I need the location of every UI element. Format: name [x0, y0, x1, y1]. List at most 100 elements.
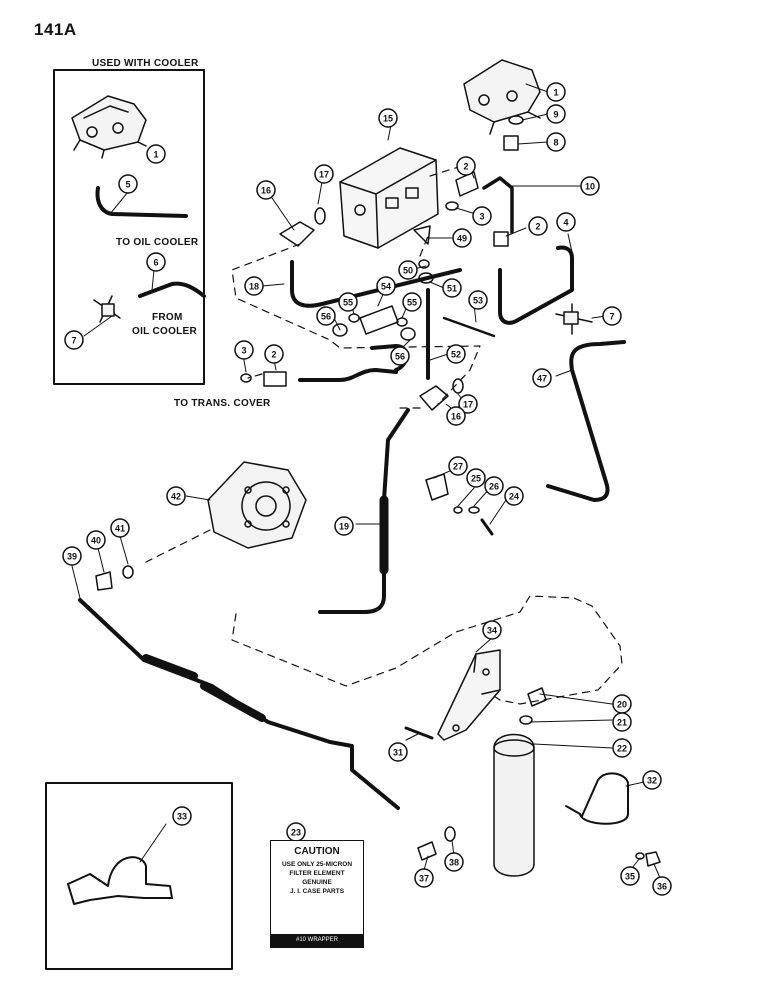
callout-15: 15: [378, 108, 398, 128]
callout-7: 7: [64, 330, 84, 350]
callout-circle: [620, 866, 640, 886]
callout-number: 5: [125, 180, 130, 190]
callout-39: 39: [62, 546, 82, 566]
caution-footer: #10 WRAPPER: [271, 934, 363, 947]
tube-part-4: [498, 245, 574, 325]
callout-49: 49: [452, 228, 472, 248]
callout-number: 24: [509, 492, 519, 502]
callout-circle: [468, 290, 488, 310]
tube-part-6: [138, 281, 206, 298]
callout-2: 2: [264, 344, 284, 364]
callout-31: 31: [388, 742, 408, 762]
fitting-part-49: [413, 225, 431, 245]
callout-circle: [456, 156, 476, 176]
elbow-part-10: [482, 176, 514, 234]
callout-54: 54: [376, 276, 396, 296]
caution-decal: CAUTION USE ONLY 25-MICRON FILTER ELEMEN…: [270, 840, 364, 948]
callout-number: 1: [153, 150, 158, 160]
callout-number: 35: [625, 872, 635, 882]
callout-10: 10: [580, 176, 600, 196]
callout-22: 22: [612, 738, 632, 758]
callout-circle: [398, 260, 418, 280]
callout-circle: [448, 456, 468, 476]
callout-number: 17: [463, 400, 473, 410]
callout-number: 50: [403, 266, 413, 276]
callout-circle: [256, 180, 276, 200]
callout-number: 34: [487, 626, 497, 636]
callout-circle: [314, 164, 334, 184]
callout-16: 16: [256, 180, 276, 200]
fitting-part-2-right: [493, 231, 509, 247]
callout-number: 51: [447, 284, 457, 294]
callout-56: 56: [390, 346, 410, 366]
hose-part-39-right: [200, 682, 266, 722]
callout-17: 17: [458, 394, 478, 414]
callout-number: 8: [553, 138, 558, 148]
callout-number: 54: [381, 282, 391, 292]
elbow-part-20: [527, 687, 547, 707]
part-27: [425, 473, 449, 501]
callout-number: 15: [383, 114, 393, 124]
callout-circle: [466, 468, 486, 488]
label-from: FROM: [152, 312, 183, 323]
callout-34: 34: [482, 620, 502, 640]
callout-number: 27: [453, 462, 463, 472]
tee-part-54: [359, 305, 399, 335]
clamp-part-33: [67, 856, 173, 905]
part-25: [453, 506, 463, 514]
callout-number: 10: [585, 182, 595, 192]
callout-32: 32: [642, 770, 662, 790]
callout-17: 17: [314, 164, 334, 184]
callout-circle: [376, 276, 396, 296]
callout-circle: [402, 292, 422, 312]
part-50: [418, 259, 430, 269]
callout-circle: [166, 486, 186, 506]
callout-circle: [446, 406, 466, 426]
callout-circle: [556, 212, 576, 232]
callout-circle: [338, 292, 358, 312]
callout-2: 2: [528, 216, 548, 236]
callout-7: 7: [602, 306, 622, 326]
callout-circle: [546, 104, 566, 124]
control-valve-part-15: [339, 147, 439, 249]
callout-number: 2: [463, 162, 468, 172]
callout-circle: [442, 278, 462, 298]
washer-part-35: [635, 852, 645, 860]
callout-circle: [64, 330, 84, 350]
callout-number: 26: [489, 482, 499, 492]
fitting-part-40: [95, 571, 113, 591]
callout-circle: [528, 216, 548, 236]
callout-50: 50: [398, 260, 418, 280]
callout-circle: [452, 228, 472, 248]
callout-number: 25: [471, 474, 481, 484]
callout-19: 19: [334, 516, 354, 536]
o-ring-part-9: [508, 115, 524, 125]
o-ring-part-3-left: [240, 373, 252, 383]
callout-circle: [146, 144, 166, 164]
tube-part-47: [546, 340, 626, 502]
callout-circle: [652, 876, 672, 896]
part-26: [468, 506, 480, 514]
bolt-part-24: [480, 518, 494, 536]
callout-circle: [244, 276, 264, 296]
callout-circle: [264, 344, 284, 364]
callout-number: 56: [321, 312, 331, 322]
callout-circle: [504, 486, 524, 506]
callout-circle: [172, 806, 192, 826]
inset-box-clamp: [45, 782, 233, 970]
callout-circle: [642, 770, 662, 790]
fitting-part-8: [503, 135, 519, 151]
tee-part-7: [555, 303, 593, 335]
o-ring-part-21: [519, 715, 533, 725]
o-ring-part-17-lower: [452, 378, 464, 394]
callout-number: 40: [91, 536, 101, 546]
o-ring-part-41: [122, 565, 134, 579]
fitting-part-2-left: [263, 371, 287, 387]
caution-line-3: GENUINE: [302, 879, 332, 886]
callout-55: 55: [338, 292, 358, 312]
callout-3: 3: [472, 206, 492, 226]
callout-circle: [414, 868, 434, 888]
label-to-trans-cover: TO TRANS. COVER: [174, 398, 271, 409]
tube-part-19-upper: [382, 408, 410, 502]
callout-number: 52: [451, 350, 461, 360]
